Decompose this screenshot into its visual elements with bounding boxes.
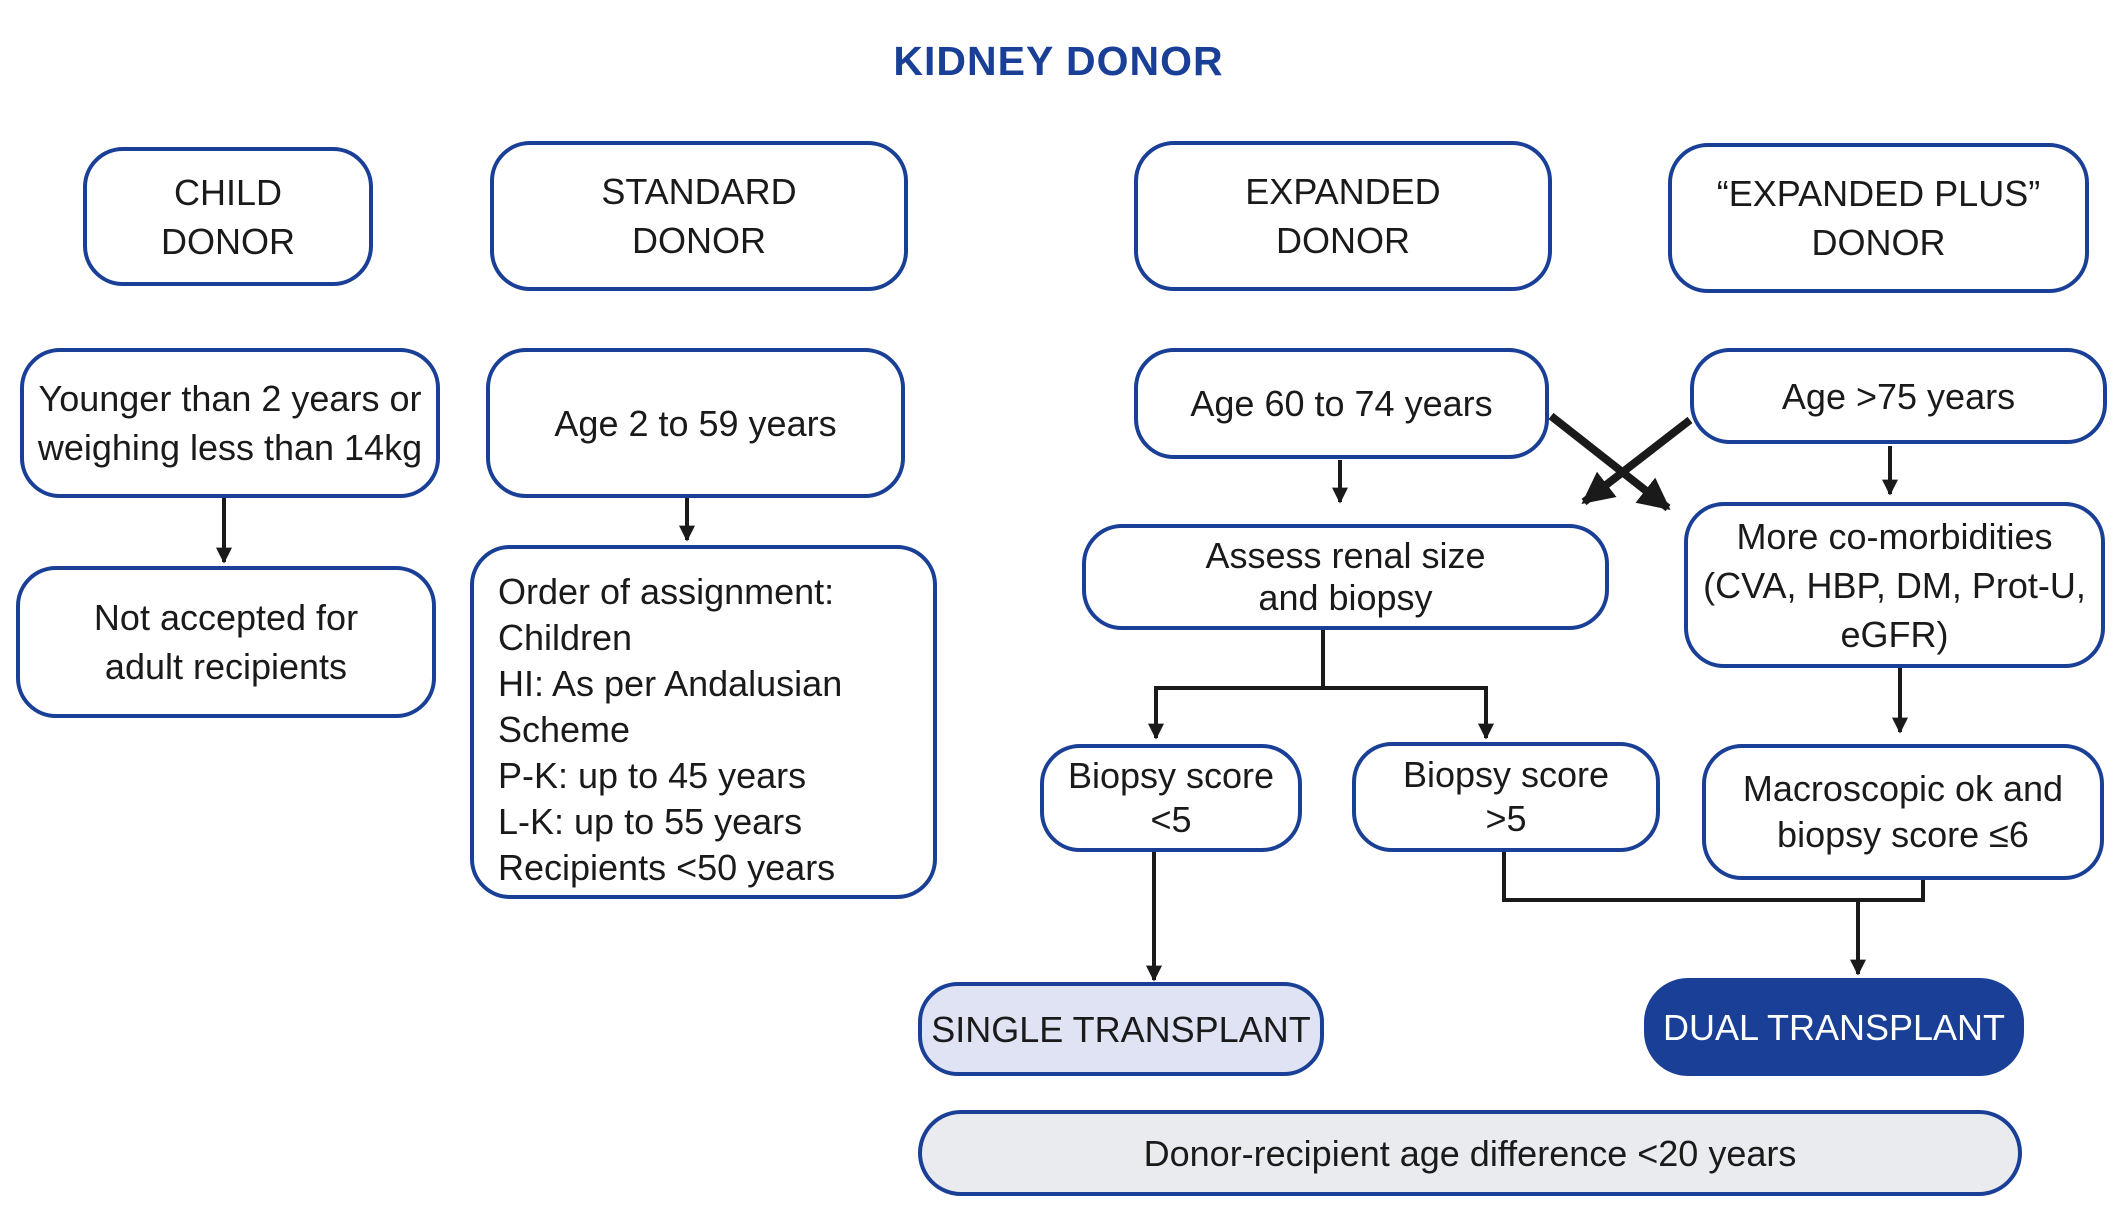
child-outcome-box: Not accepted for adult recipients: [16, 566, 436, 718]
standard-assignment-box: Order of assignment: Children HI: As per…: [470, 545, 937, 899]
connector-to-dual: [1502, 852, 1925, 902]
cross-arrow-plus-to-assess: [1581, 416, 1693, 506]
age-difference-text: Donor-recipient age difference <20 years: [1143, 1132, 1797, 1174]
dual-transplant-label: DUAL TRANSPLANT: [1662, 1006, 2006, 1048]
expanded-plus-criteria-box: Age >75 years: [1690, 348, 2107, 444]
comorbidities-box: More co-morbidities (CVA, HBP, DM, Prot-…: [1684, 502, 2105, 668]
assignment-line-6: L-K: up to 55 years: [498, 801, 803, 842]
child-outcome-line-1: Not accepted for: [93, 597, 359, 638]
score-low-line-2: <5: [1150, 799, 1192, 840]
expanded-criteria-box: Age 60 to 74 years: [1134, 348, 1549, 459]
single-transplant-label: SINGLE TRANSPLANT: [931, 1008, 1311, 1050]
biopsy-score-high-box: Biopsy score >5: [1352, 742, 1660, 852]
comorbidities-line-3: eGFR): [1840, 613, 1949, 655]
expanded-plus-donor-box: “EXPANDED PLUS” DONOR: [1668, 143, 2089, 293]
score-high-line-2: >5: [1485, 798, 1527, 839]
connector-assess-split: [1148, 628, 1325, 740]
macroscopic-line-2: biopsy score ≤6: [1777, 814, 2029, 855]
assess-line-2: and biopsy: [1258, 577, 1433, 618]
dual-transplant-box: DUAL TRANSPLANT: [1644, 978, 2024, 1076]
expanded-plus-donor-label-line-2: DONOR: [1811, 222, 1946, 263]
single-transplant-box: SINGLE TRANSPLANT: [918, 982, 1324, 1076]
standard-donor-box: STANDARD DONOR: [490, 141, 908, 291]
comorbidities-line-1: More co-morbidities: [1736, 515, 2053, 557]
expanded-criteria-line-1: Age 60 to 74 years: [1190, 383, 1493, 424]
child-criteria-line-2: weighing less than 14kg: [37, 427, 423, 468]
assess-line-1: Assess renal size: [1205, 535, 1486, 576]
standard-donor-label-line-1: STANDARD: [601, 171, 797, 212]
expanded-plus-donor-label-line-1: “EXPANDED PLUS”: [1716, 173, 2041, 214]
comorbidities-line-2: (CVA, HBP, DM, Prot-U,: [1703, 564, 2086, 606]
age-difference-note: Donor-recipient age difference <20 years: [918, 1110, 2022, 1196]
standard-criteria-line-1: Age 2 to 59 years: [554, 402, 837, 444]
macroscopic-line-1: Macroscopic ok and: [1742, 768, 2064, 809]
assignment-line-5: P-K: up to 45 years: [498, 755, 807, 796]
assignment-line-4: Scheme: [498, 709, 631, 750]
assess-renal-box: Assess renal size and biopsy: [1082, 524, 1609, 630]
score-low-line-1: Biopsy score: [1067, 755, 1275, 796]
child-outcome-line-2: adult recipients: [104, 646, 348, 687]
expanded-donor-label-line-1: EXPANDED: [1245, 171, 1441, 212]
expanded-donor-box: EXPANDED DONOR: [1134, 141, 1552, 291]
assignment-line-2: Children: [498, 617, 633, 658]
connector-assess-split-right: [1323, 686, 1494, 740]
biopsy-score-low-box: Biopsy score <5: [1040, 744, 1302, 852]
assignment-line-3: HI: As per Andalusian: [498, 663, 843, 704]
child-criteria-box: Younger than 2 years or weighing less th…: [20, 348, 440, 498]
child-donor-label-line-2: DONOR: [161, 220, 295, 262]
cross-arrow-expanded-to-comorbidities: [1548, 412, 1671, 512]
standard-donor-label-line-2: DONOR: [631, 220, 766, 261]
assignment-line-1: Order of assignment:: [498, 571, 835, 612]
assignment-line-7: Recipients <50 years: [498, 847, 836, 888]
expanded-plus-criteria-line-1: Age >75 years: [1781, 375, 2016, 417]
standard-criteria-box: Age 2 to 59 years: [486, 348, 905, 498]
diagram-title: KIDNEY DONOR: [893, 38, 1224, 84]
child-criteria-line-1: Younger than 2 years or: [38, 378, 422, 419]
score-high-line-1: Biopsy score: [1402, 754, 1610, 795]
child-donor-box: CHILD DONOR: [83, 147, 373, 286]
macroscopic-box: Macroscopic ok and biopsy score ≤6: [1702, 744, 2104, 880]
child-donor-label-line-1: CHILD: [173, 171, 283, 213]
expanded-donor-label-line-2: DONOR: [1275, 220, 1410, 261]
